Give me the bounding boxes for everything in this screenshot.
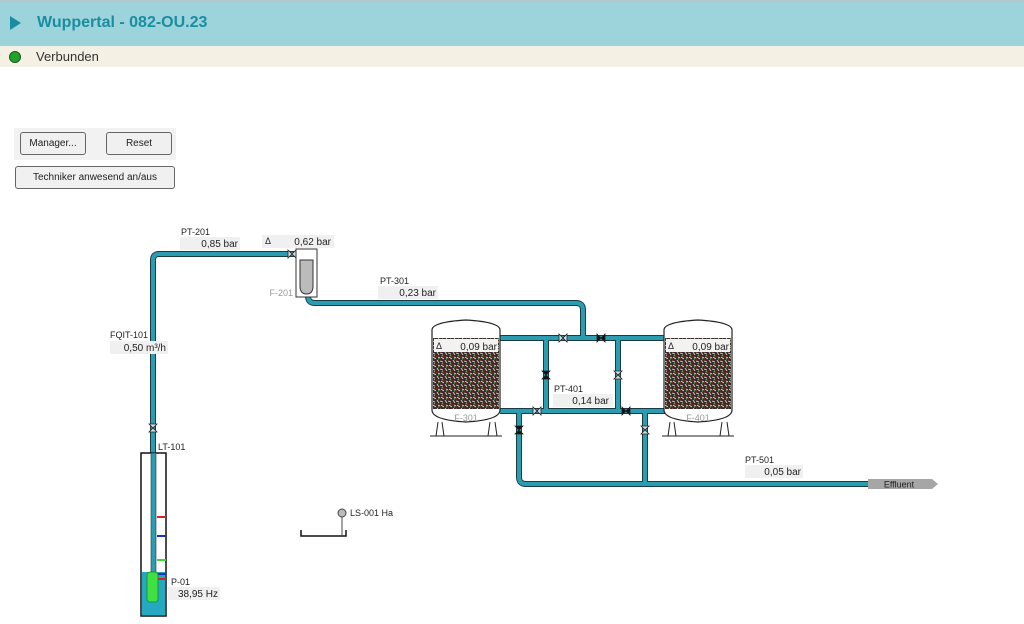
filter-tank-f301[interactable] bbox=[430, 319, 502, 437]
f301-delta-icon: Δ bbox=[436, 341, 442, 351]
f401-tag: F-401 bbox=[686, 413, 710, 423]
f401-delta-icon: Δ bbox=[668, 341, 674, 351]
reset-button[interactable]: Reset bbox=[106, 132, 172, 155]
p01-frequency-value[interactable]: 38,95 Hz bbox=[178, 589, 218, 600]
bag-filter-f201[interactable] bbox=[295, 248, 318, 298]
manager-button[interactable]: Manager... bbox=[20, 132, 86, 155]
title-bar: Wuppertal - 082-OU.23 bbox=[0, 0, 1024, 46]
f301-dp-value[interactable]: 0,09 bar bbox=[460, 342, 497, 353]
pt201-value[interactable]: 0,85 bar bbox=[201, 239, 238, 250]
status-bar: Verbunden bbox=[0, 46, 1024, 67]
f301-tag: F-301 bbox=[454, 413, 478, 423]
valve-top-left-icon[interactable] bbox=[558, 333, 568, 343]
fqit101-tag: FQIT-101 bbox=[110, 330, 148, 340]
pt401-value[interactable]: 0,14 bar bbox=[572, 396, 609, 407]
ls001-tag: LS-001 Ha bbox=[350, 508, 393, 518]
f201-delta-icon: Δ bbox=[265, 236, 271, 246]
filter-tank-f401[interactable] bbox=[662, 319, 734, 437]
f201-dp-value[interactable]: 0,62 bar bbox=[294, 237, 331, 248]
connection-status-icon bbox=[9, 51, 21, 63]
pt301-value[interactable]: 0,23 bar bbox=[399, 288, 436, 299]
fqit101-value[interactable]: 0,50 m³/h bbox=[124, 343, 166, 354]
level-switch-ls001[interactable] bbox=[300, 508, 347, 537]
p01-tag: P-01 bbox=[171, 577, 190, 587]
valve-top-right-icon[interactable] bbox=[596, 333, 606, 343]
technician-toggle-button[interactable]: Techniker anwesend an/aus bbox=[15, 166, 175, 189]
valve-drain-left-icon[interactable] bbox=[514, 425, 524, 435]
page-title: Wuppertal - 082-OU.23 bbox=[37, 14, 208, 31]
pt501-value[interactable]: 0,05 bar bbox=[764, 467, 801, 478]
valve-fqit-icon[interactable] bbox=[148, 423, 158, 433]
pt401-tag: PT-401 bbox=[554, 384, 583, 394]
well-lt101[interactable] bbox=[140, 452, 167, 617]
valve-drain-right-icon[interactable] bbox=[640, 425, 650, 435]
valve-mid-left-icon[interactable] bbox=[541, 370, 551, 380]
lt101-tag: LT-101 bbox=[158, 442, 185, 452]
valve-mid-right-icon[interactable] bbox=[613, 370, 623, 380]
expand-triangle-icon[interactable] bbox=[10, 16, 21, 30]
pump-p01[interactable] bbox=[146, 571, 159, 603]
pt301-tag: PT-301 bbox=[380, 276, 409, 286]
f401-dp-value[interactable]: 0,09 bar bbox=[692, 342, 729, 353]
effluent-label: Effluent bbox=[884, 480, 915, 490]
pt501-tag: PT-501 bbox=[745, 455, 774, 465]
connection-status-text: Verbunden bbox=[36, 49, 99, 64]
pipe-network bbox=[150, 251, 868, 487]
pt201-tag: PT-201 bbox=[181, 227, 210, 237]
valve-bottom-left-icon[interactable] bbox=[532, 406, 542, 416]
valves[interactable] bbox=[148, 249, 650, 435]
f201-tag: F-201 bbox=[269, 288, 293, 298]
effluent-outlet: Effluent bbox=[868, 479, 938, 490]
valve-bottom-right-icon[interactable] bbox=[621, 406, 631, 416]
